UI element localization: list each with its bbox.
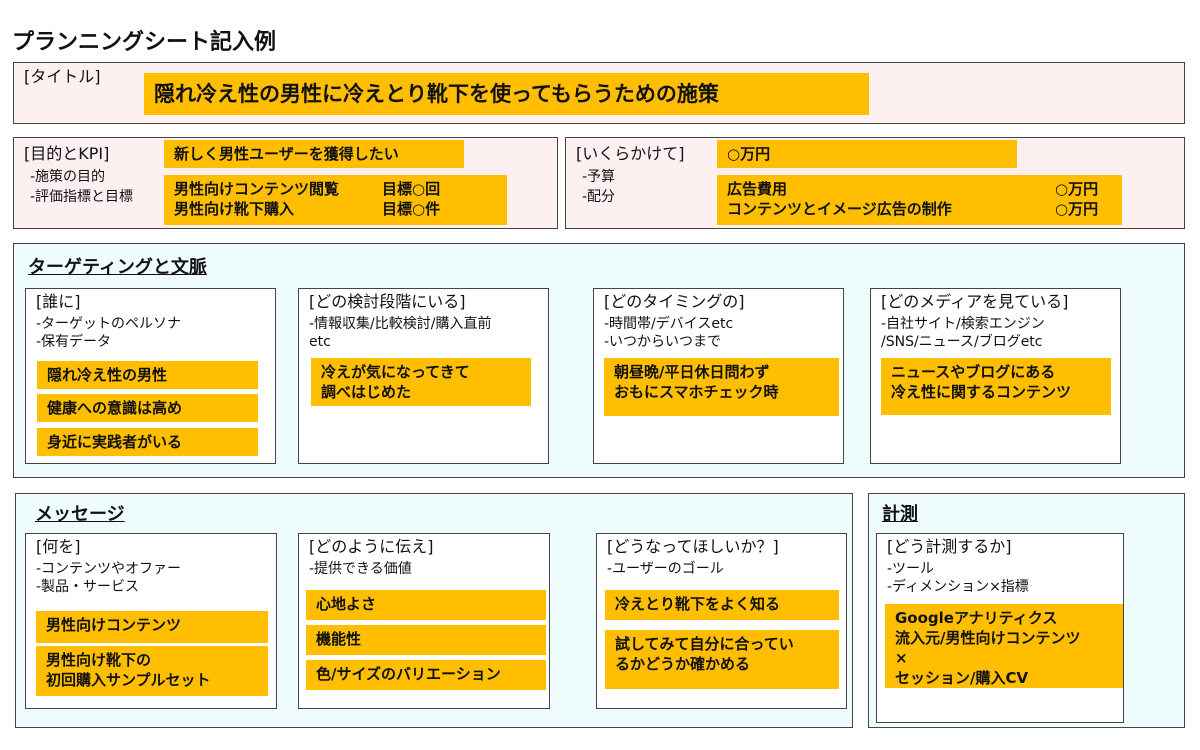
- card-sub: -自社サイト/検索エンジン: [881, 316, 1045, 332]
- card-sub: -製品・サービス: [36, 579, 140, 595]
- card-highlight: 冷えが気になってきて 調べはじめた: [311, 358, 531, 406]
- card-highlight: 機能性: [306, 625, 546, 655]
- card-sub: -時間帯/デバイスetc: [604, 316, 734, 332]
- card-highlight: 試してみて自分に合ってい るかどうか確かめる: [605, 630, 839, 689]
- planning-card: [誰に] -ターゲットのペルソナ -保有データ隠れ冷え性の男性健康への意識は高め身近…: [25, 288, 276, 464]
- card-highlight: 色/サイズのバリエーション: [306, 660, 546, 690]
- kpi2-target: 目標○件: [382, 200, 441, 218]
- card-label: [どう計測するか]: [887, 537, 1012, 556]
- card-sub: -ターゲットのペルソナ: [36, 316, 182, 332]
- card-sub: -ツール: [887, 561, 935, 577]
- budget-total: ○万円: [717, 140, 1017, 168]
- card-highlight: 男性向け靴下の 初回購入サンプルセット: [36, 646, 268, 696]
- measure-heading: 計測: [882, 504, 918, 525]
- budget-section: [いくらかけて] -予算 -配分 ○万円 広告費用 ○万円 コンテンツとイメージ…: [565, 137, 1185, 229]
- card-sub: /SNS/ニュース/ブログetc: [881, 334, 1043, 350]
- planning-card: [どの検討段階にいる] -情報収集/比較検討/購入直前 etc 冷えが気になってきて …: [298, 288, 549, 464]
- planning-card: [どうなってほしいか？] -ユーザーのゴール冷えとり靴下をよく知る試してみて自分に…: [596, 533, 847, 709]
- kpi1-target: 目標○回: [382, 180, 441, 198]
- card-sub: etc: [309, 334, 331, 350]
- planning-card: [何を] -コンテンツやオファー -製品・サービス男性向けコンテンツ男性向け靴下の …: [25, 533, 277, 709]
- card-highlight: 身近に実践者がいる: [37, 428, 258, 456]
- card-label: [どのように伝え]: [309, 537, 434, 556]
- budget-item-value: ○万円: [1055, 180, 1099, 198]
- card-label: [どの検討段階にいる]: [309, 292, 466, 311]
- kpi-label: [目的とKPI]: [24, 144, 110, 163]
- card-highlight: 隠れ冷え性の男性: [37, 361, 258, 389]
- card-label: [誰に]: [36, 292, 81, 311]
- card-sub: -ディメンション×指標: [887, 579, 1029, 595]
- kpi2-name: 男性向け靴下購入: [174, 200, 295, 218]
- planning-card: [どのメディアを見ている] -自社サイト/検索エンジン/SNS/ニュース/ブログe…: [870, 288, 1121, 464]
- card-highlight: 健康への意識は高め: [37, 394, 258, 422]
- kpi-section: [目的とKPI] -施策の目的 -評価指標と目標 新しく男性ユーザーを獲得したい…: [13, 137, 558, 229]
- budget-sub: -予算: [582, 169, 616, 185]
- card-sub: -情報収集/比較検討/購入直前: [309, 316, 492, 332]
- card-label: [何を]: [36, 537, 81, 556]
- budget-item: コンテンツとイメージ広告の制作: [727, 200, 952, 218]
- title-section: [タイトル] 隠れ冷え性の男性に冷えとり靴下を使ってもらうための施策: [13, 62, 1185, 124]
- kpi-goal: 新しく男性ユーザーを獲得したい: [164, 140, 464, 168]
- card-label: [どのタイミングの]: [604, 292, 745, 311]
- planning-card: [どのタイミングの] -時間帯/デバイスetc -いつからいつまで朝昼晩/平日休日問…: [593, 288, 844, 464]
- card-highlight: 冷えとり靴下をよく知る: [605, 590, 839, 620]
- card-highlight: Googleアナリティクス 流入元/男性向けコンテンツ × セッション/購入CV: [885, 604, 1123, 688]
- budget-item-value: ○万円: [1055, 200, 1099, 218]
- card-highlight: 心地よさ: [306, 590, 546, 620]
- message-heading: メッセージ: [35, 504, 125, 525]
- budget-label: [いくらかけて]: [576, 144, 685, 163]
- card-sub: -コンテンツやオファー: [36, 561, 182, 577]
- kpi-sub: -施策の目的: [30, 169, 106, 185]
- planning-card: [どのように伝え] -提供できる価値心地よさ機能性色/サイズのバリエーション: [298, 533, 550, 709]
- budget-breakdown: 広告費用 ○万円 コンテンツとイメージ広告の制作 ○万円: [717, 175, 1122, 225]
- card-label: [どのメディアを見ている]: [881, 292, 1069, 311]
- kpi1-name: 男性向けコンテンツ閲覧: [174, 180, 340, 198]
- card-highlight: ニュースやブログにある 冷え性に関するコンテンツ: [881, 358, 1111, 415]
- card-label: [どうなってほしいか？]: [607, 537, 779, 556]
- card-sub: -いつからいつまで: [604, 334, 722, 350]
- targeting-heading: ターゲティングと文脈: [28, 257, 207, 278]
- page-title: プランニングシート記入例: [12, 30, 277, 55]
- kpi-sub: -評価指標と目標: [30, 189, 134, 205]
- card-sub: -ユーザーのゴール: [607, 561, 724, 577]
- budget-item: 広告費用: [727, 180, 788, 198]
- card-sub: -提供できる価値: [309, 561, 412, 577]
- title-label: [タイトル]: [24, 67, 101, 86]
- title-value: 隠れ冷え性の男性に冷えとり靴下を使ってもらうための施策: [144, 73, 869, 115]
- budget-sub: -配分: [582, 189, 616, 205]
- planning-card: [どう計測するか] -ツール -ディメンション×指標 Googleアナリティクス 流入…: [876, 533, 1124, 723]
- kpi-metrics: 男性向けコンテンツ閲覧 目標○回 男性向け靴下購入 目標○件: [164, 175, 507, 225]
- card-highlight: 朝昼晩/平日休日問わず おもにスマホチェック時: [604, 358, 839, 416]
- card-sub: -保有データ: [36, 334, 112, 350]
- card-highlight: 男性向けコンテンツ: [36, 611, 268, 643]
